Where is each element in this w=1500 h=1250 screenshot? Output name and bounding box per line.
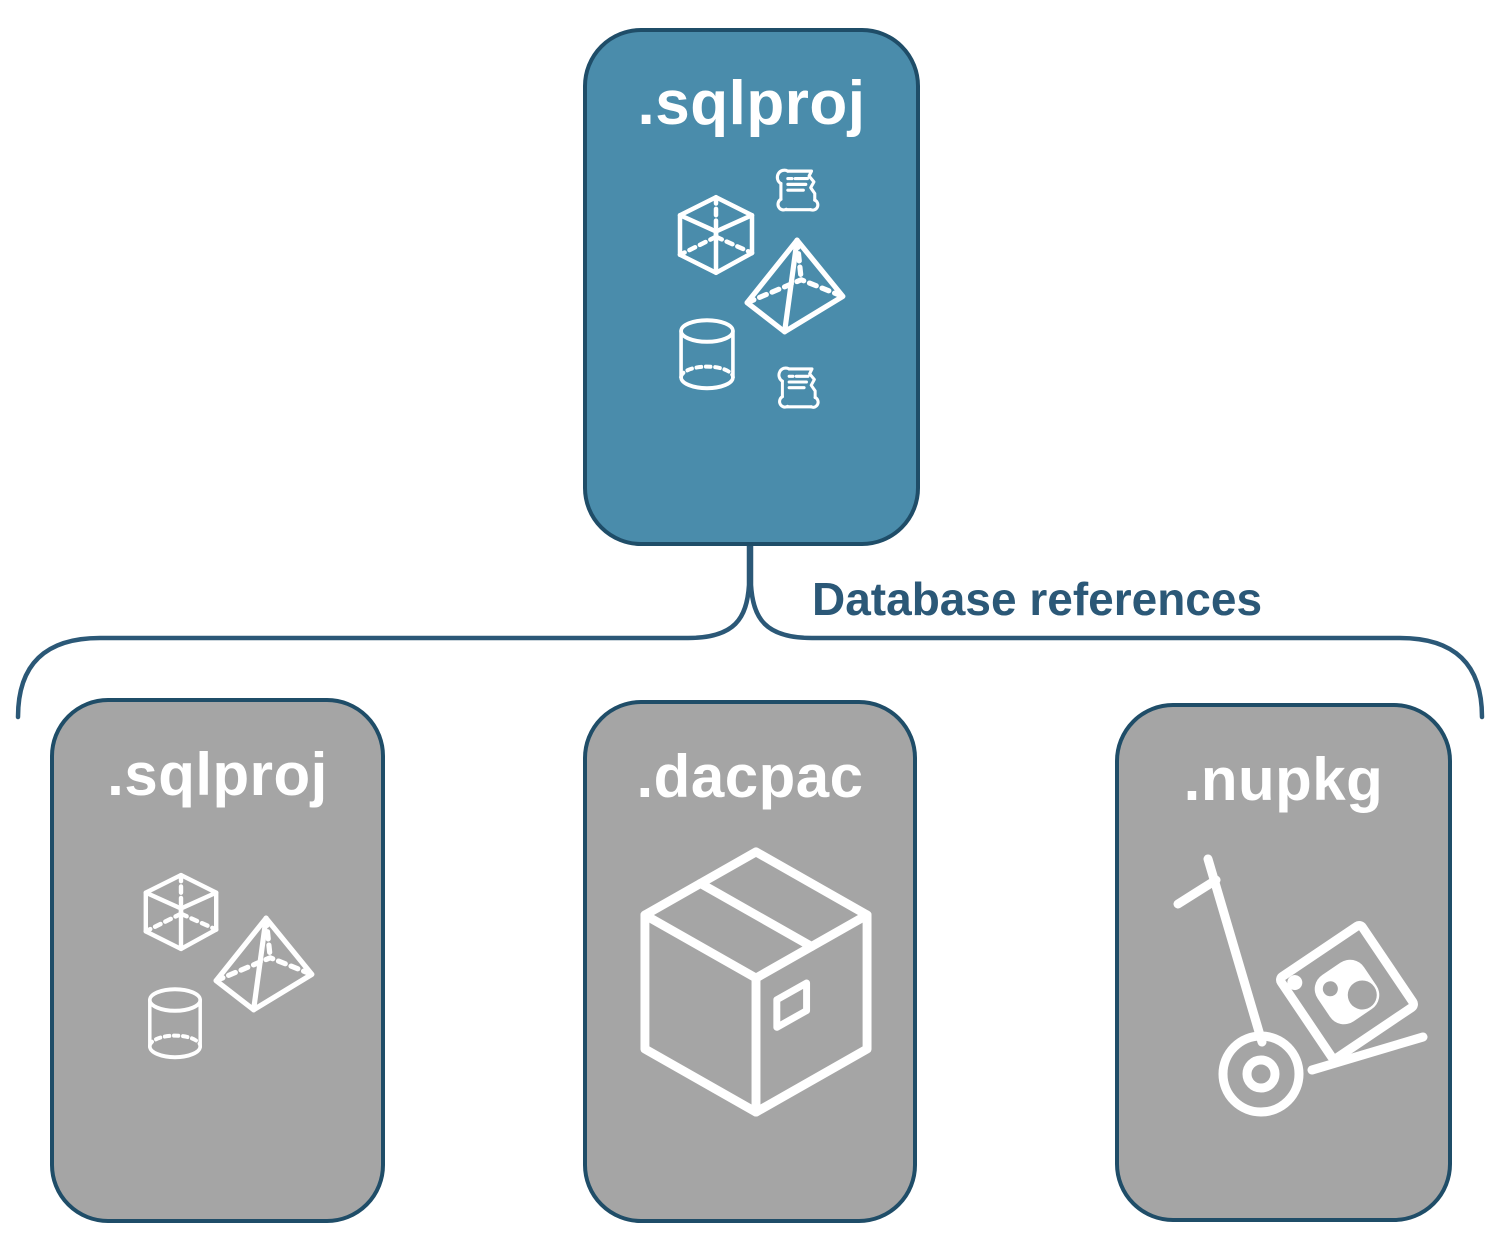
node-title: .sqlproj bbox=[107, 741, 328, 808]
pyramid-3d-icon bbox=[743, 234, 847, 338]
scroll-icon bbox=[777, 366, 820, 409]
pyramid-3d-icon bbox=[212, 912, 316, 1016]
edge-label: Database references bbox=[812, 573, 1263, 625]
node-title: .sqlproj bbox=[637, 69, 866, 138]
cylinder-database-icon bbox=[147, 987, 203, 1060]
scroll-icon bbox=[775, 168, 820, 212]
package-box-icon bbox=[637, 844, 875, 1120]
node-nupkg: .nupkg bbox=[1115, 703, 1452, 1222]
nuget-hand-truck-icon bbox=[1161, 852, 1431, 1132]
cylinder-database-icon bbox=[679, 318, 735, 391]
node-sqlproj-child: .sqlproj bbox=[50, 698, 385, 1223]
node-sqlproj-top: .sqlproj bbox=[583, 28, 920, 546]
node-title: .dacpac bbox=[636, 743, 864, 810]
node-dacpac: .dacpac bbox=[583, 700, 917, 1223]
node-title: .nupkg bbox=[1183, 746, 1384, 813]
